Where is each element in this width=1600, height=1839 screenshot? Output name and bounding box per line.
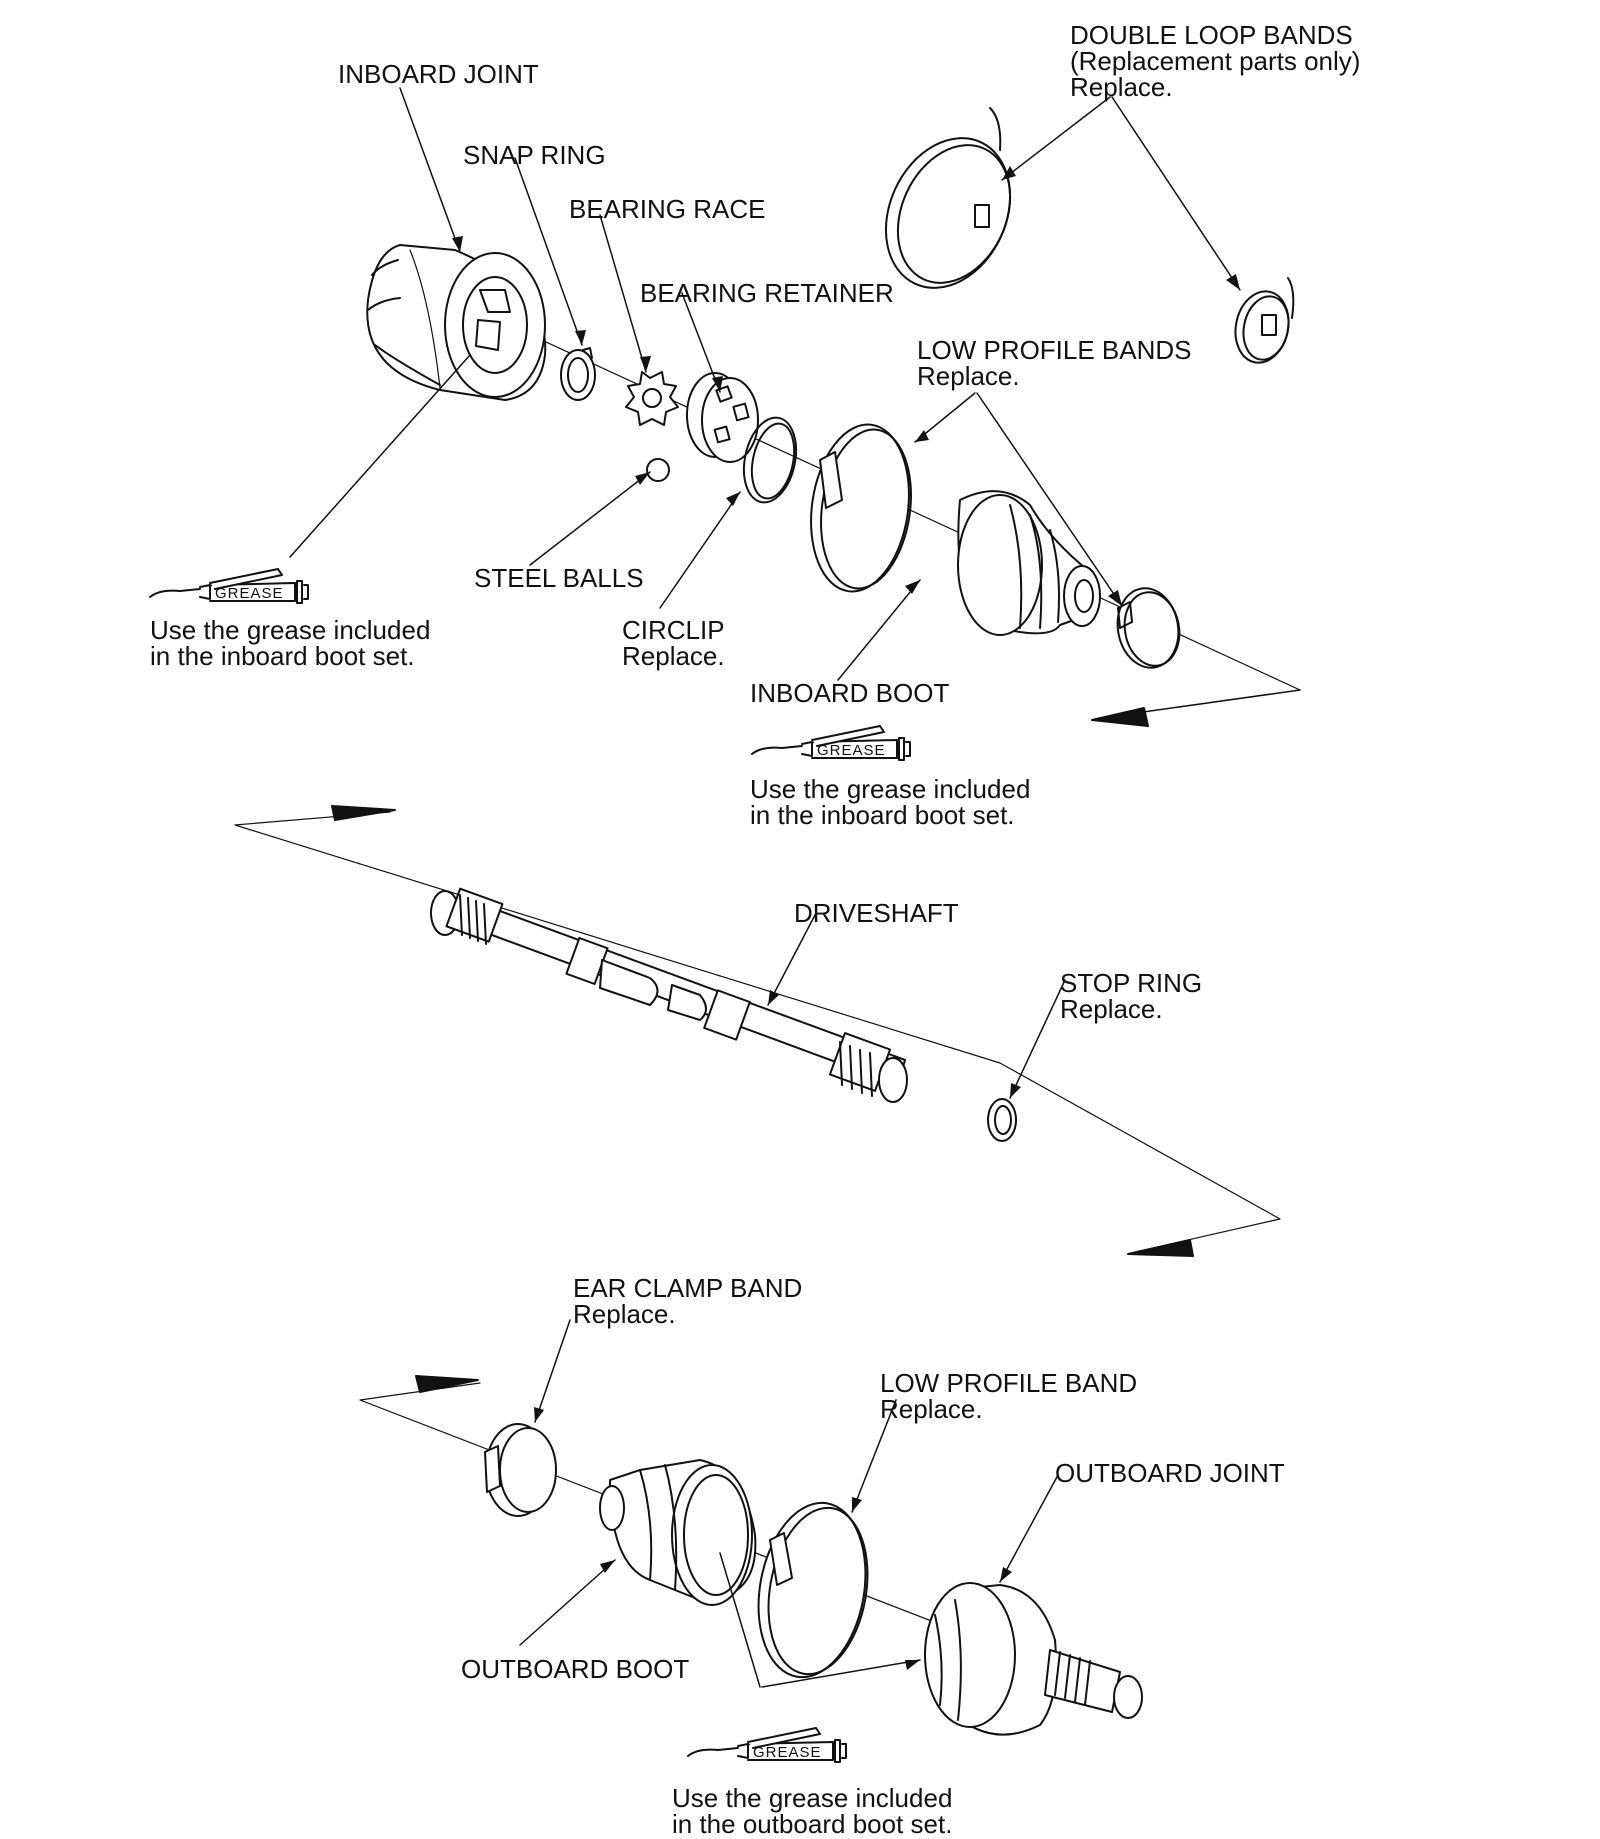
- label-line: Replace.: [573, 1299, 676, 1329]
- label-inboard-joint: INBOARD JOINT: [338, 59, 539, 89]
- grease-note-outboard-boot: Use the grease included in the outboard …: [672, 1785, 952, 1837]
- label-snap-ring: SNAP RING: [463, 140, 606, 170]
- ear-clamp-band-part: [484, 1423, 557, 1517]
- low-profile-band-large-part: [810, 423, 912, 593]
- label-low-profile-band: LOW PROFILE BAND Replace.: [880, 1370, 1137, 1422]
- label-line: LOW PROFILE BANDS: [917, 335, 1192, 365]
- label-line: Replace.: [917, 361, 1020, 391]
- grease-icon-text: GREASE: [753, 1744, 822, 1761]
- driveshaft-part: [430, 887, 908, 1103]
- grease-icon-text: GREASE: [817, 742, 886, 759]
- inboard-boot-part: [957, 490, 1101, 636]
- note-line: Use the grease included: [672, 1783, 953, 1813]
- stop-ring-part: [987, 1098, 1017, 1142]
- break-arrow-4: [415, 1375, 479, 1393]
- label-outboard-boot: OUTBOARD BOOT: [461, 1654, 690, 1684]
- circlip-part: [742, 416, 798, 504]
- inboard-joint-part: [366, 244, 547, 401]
- grease-icon-text: GREASE: [215, 585, 284, 602]
- grease-gun-icon: GREASE: [751, 725, 911, 761]
- bearing-retainer-part: [686, 372, 759, 463]
- note-line: in the outboard boot set.: [672, 1809, 953, 1839]
- label-line: LOW PROFILE BAND: [880, 1368, 1138, 1398]
- grease-note-inboard-boot: Use the grease included in the inboard b…: [750, 776, 1030, 828]
- label-line: CIRCLIP: [622, 615, 725, 645]
- grease-note-inboard-joint: Use the grease included in the inboard b…: [150, 617, 430, 669]
- label-outboard-joint: OUTBOARD JOINT: [1055, 1458, 1285, 1488]
- bearing-race-part: [625, 371, 679, 426]
- break-arrow-3: [1127, 1239, 1194, 1257]
- driveshaft-axis-line: [234, 811, 1001, 1064]
- low-profile-band-small-part: [1116, 587, 1181, 669]
- label-ear-clamp-band: EAR CLAMP BAND Replace.: [573, 1275, 802, 1327]
- leader-arrowheads: [452, 166, 1240, 1670]
- grease-gun-icon: GREASE: [687, 1727, 847, 1763]
- label-circlip: CIRCLIP Replace.: [622, 617, 725, 669]
- label-line: Replace.: [880, 1394, 983, 1424]
- double-loop-band-small-part: [1234, 277, 1295, 364]
- label-bearing-retainer: BEARING RETAINER: [640, 278, 894, 308]
- label-line: Replace.: [1060, 994, 1163, 1024]
- label-driveshaft: DRIVESHAFT: [794, 898, 959, 928]
- double-loop-band-large-part: [884, 107, 1012, 289]
- label-low-profile-bands: LOW PROFILE BANDS Replace.: [917, 337, 1192, 389]
- note-line: Use the grease included: [150, 615, 431, 645]
- outboard-boot-part: [599, 1459, 757, 1606]
- label-line: (Replacement parts only): [1070, 46, 1361, 76]
- steel-ball-part: [646, 458, 670, 482]
- label-inboard-boot: INBOARD BOOT: [750, 678, 950, 708]
- break-line-3: [999, 1062, 1281, 1253]
- snap-ring-part: [560, 347, 596, 401]
- label-line: DOUBLE LOOP BANDS: [1070, 20, 1353, 50]
- note-line: in the inboard boot set.: [150, 641, 415, 671]
- label-line: Replace.: [1070, 72, 1173, 102]
- outboard-joint-part: [924, 1582, 1143, 1736]
- label-steel-balls: STEEL BALLS: [474, 563, 644, 593]
- label-line: STOP RING: [1060, 968, 1203, 998]
- label-line: Replace.: [622, 641, 725, 671]
- label-bearing-race: BEARING RACE: [569, 194, 766, 224]
- note-line: Use the grease included: [750, 774, 1031, 804]
- label-line: EAR CLAMP BAND: [573, 1273, 803, 1303]
- break-arrow-2: [331, 805, 396, 821]
- grease-gun-icon: GREASE: [149, 568, 309, 604]
- label-stop-ring: STOP RING Replace.: [1060, 970, 1202, 1022]
- outboard-low-profile-band-part: [757, 1501, 869, 1679]
- break-arrow-1: [1091, 707, 1149, 727]
- note-line: in the inboard boot set.: [750, 800, 1015, 830]
- label-double-loop-bands: DOUBLE LOOP BANDS (Replacement parts onl…: [1070, 22, 1360, 100]
